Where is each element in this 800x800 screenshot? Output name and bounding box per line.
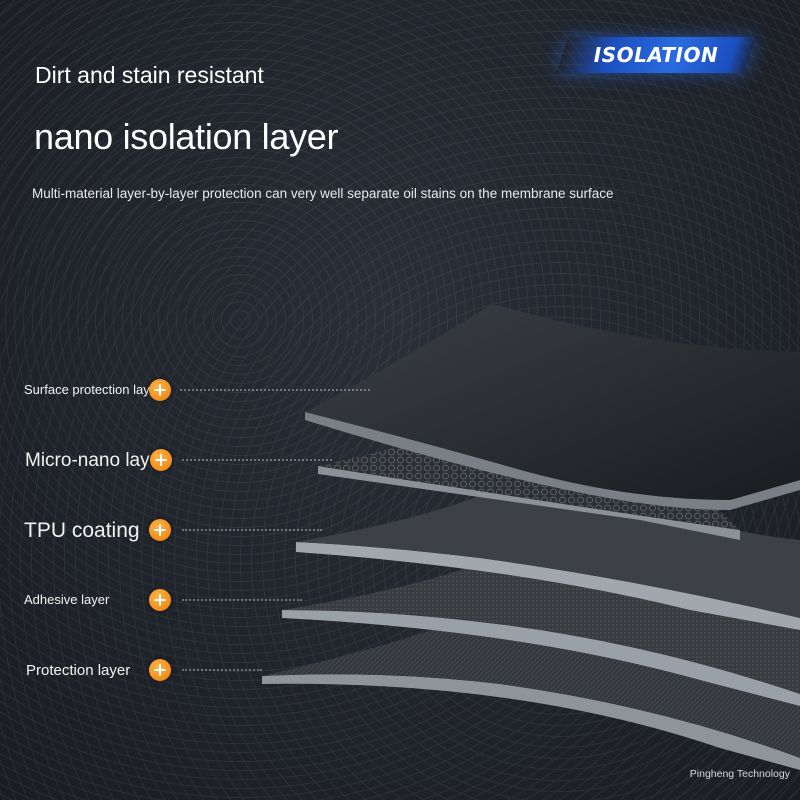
isolation-badge-label: ISOLATION [593,43,719,67]
plus-icon[interactable] [149,379,171,401]
leader-line [182,529,322,531]
plus-icon[interactable] [149,659,171,681]
main-heading: nano isolation layer [34,116,339,157]
brand-name: Pingheng Technology [689,768,790,780]
leader-line [180,389,370,391]
layer-surface-protection [305,304,800,510]
layer-label-adhesive: Adhesive layer [24,592,110,607]
layer-label-protection: Protection layer [26,662,131,679]
layer-label-tpu-coating: TPU coating [24,519,140,542]
plus-icon[interactable] [149,519,171,541]
plus-icon[interactable] [149,589,171,611]
leader-line [182,669,262,671]
layer-label-micro-nano: Micro-nano layer [25,450,167,471]
leader-line [182,459,332,461]
plus-icon[interactable] [150,449,172,471]
layer-label-surface-protection: Surface protection layer [24,382,162,397]
sub-heading: Dirt and stain resistant [35,62,264,88]
leader-line [182,599,302,601]
layer-adhesive [282,530,800,706]
description-text: Multi-material layer-by-layer protection… [32,186,614,201]
layer-tpu-coating [296,466,800,630]
